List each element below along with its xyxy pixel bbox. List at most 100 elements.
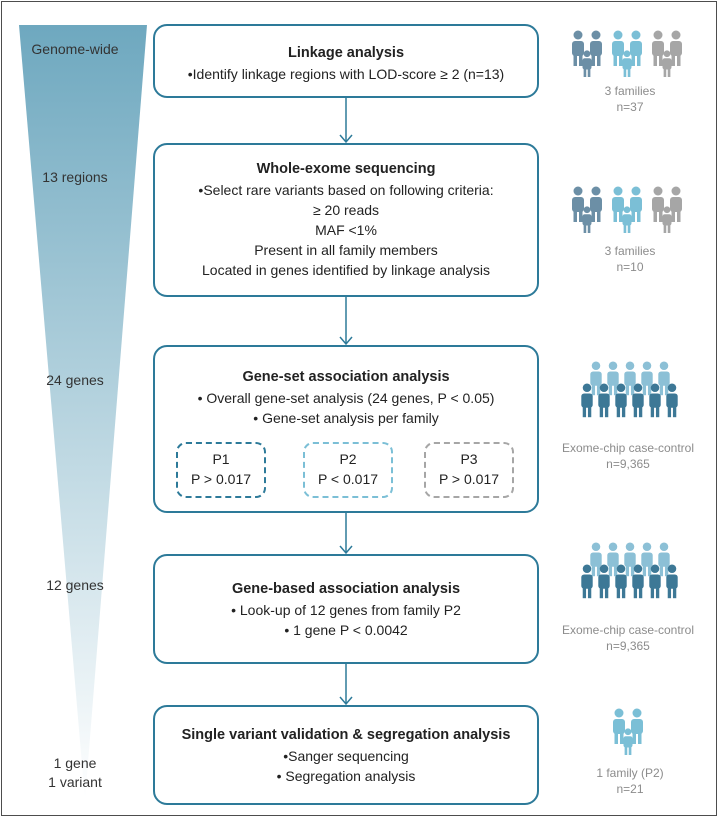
step-line: •Sanger sequencing xyxy=(283,748,409,764)
family-p-value: P > 0.017 xyxy=(190,471,252,487)
sample-caption: 3 families n=10 xyxy=(560,243,700,275)
sample-count: n=37 xyxy=(616,100,644,114)
adult-figure xyxy=(630,30,642,66)
person-figure xyxy=(590,361,602,396)
adult-figure xyxy=(590,30,602,66)
person-figure xyxy=(624,361,636,396)
family-name: P3 xyxy=(460,451,478,467)
adult-figure xyxy=(613,708,625,744)
sample-caption: Exome-chip case-control n=9,365 xyxy=(548,440,708,472)
person-figure xyxy=(598,564,610,599)
family-p1-result: P1 P > 0.017 xyxy=(176,442,266,498)
step-whole-exome-sequencing: Whole-exome sequencing •Select rare vari… xyxy=(153,143,539,297)
person-figure xyxy=(658,361,670,396)
crowd-icon xyxy=(581,361,678,418)
step-line: Located in genes identified by linkage a… xyxy=(202,262,490,278)
adult-figure xyxy=(630,186,642,222)
person-figure xyxy=(615,564,627,599)
level-13-regions: 13 regions xyxy=(42,169,108,185)
sample-label: 3 families xyxy=(604,244,656,258)
family-p2-result: P2 P < 0.017 xyxy=(303,442,393,498)
person-figure xyxy=(632,564,644,599)
person-figure xyxy=(581,564,593,599)
sample-caption: Exome-chip case-control n=9,365 xyxy=(548,622,708,654)
step-gene-set-association: Gene-set association analysis • Overall … xyxy=(153,345,539,513)
level-12-genes: 12 genes xyxy=(46,577,104,593)
person-figure xyxy=(658,542,670,577)
adult-figure xyxy=(670,186,682,222)
adult-figure xyxy=(652,186,664,222)
step-line: •Identify linkage regions with LOD-score… xyxy=(187,66,505,82)
person-figure xyxy=(615,383,627,418)
adult-figure xyxy=(572,30,584,66)
down-arrow xyxy=(339,664,353,706)
person-figure xyxy=(632,383,644,418)
person-figure xyxy=(649,564,661,599)
step-line: • Look-up of 12 genes from family P2 xyxy=(231,602,461,618)
person-figure xyxy=(666,383,678,418)
adult-figure xyxy=(590,186,602,222)
step-single-variant-validation: Single variant validation & segregation … xyxy=(153,705,539,805)
step-linkage-analysis: Linkage analysis •Identify linkage regio… xyxy=(153,24,539,98)
family-icon xyxy=(613,708,643,755)
sample-label: 1 family (P2) xyxy=(596,766,664,780)
child-figure xyxy=(582,50,592,77)
funnel-triangle xyxy=(19,25,147,800)
person-figure xyxy=(581,383,593,418)
family-name: P2 xyxy=(339,451,357,467)
step-title: Whole-exome sequencing xyxy=(256,161,436,177)
adult-figure xyxy=(572,186,584,222)
step-line: MAF <1% xyxy=(315,222,377,238)
person-figure xyxy=(607,361,619,396)
step-line: •Select rare variants based on following… xyxy=(198,182,494,198)
person-figure xyxy=(598,383,610,418)
families-icon xyxy=(572,186,682,233)
child-figure xyxy=(662,206,672,233)
child-figure xyxy=(662,50,672,77)
step-line: • Gene-set analysis per family xyxy=(253,410,439,426)
adult-figure xyxy=(612,30,624,66)
person-figure xyxy=(607,542,619,577)
sample-count: n=21 xyxy=(616,782,644,796)
sample-label: Exome-chip case-control xyxy=(561,623,695,637)
child-figure xyxy=(622,50,632,77)
family-p-value: P < 0.017 xyxy=(317,471,379,487)
sample-count: n=9,365 xyxy=(606,457,650,471)
step-line: • Segregation analysis xyxy=(276,768,416,784)
person-figure xyxy=(624,542,636,577)
child-figure xyxy=(622,206,632,233)
level-1-variant: 1 variant xyxy=(48,774,102,790)
step-title: Linkage analysis xyxy=(287,45,405,61)
sample-count: n=10 xyxy=(616,260,644,274)
step-title: Gene-set association analysis xyxy=(242,369,450,385)
step-title: Gene-based association analysis xyxy=(231,581,461,597)
level-1-gene: 1 gene xyxy=(53,755,97,771)
step-line: • 1 gene P < 0.0042 xyxy=(284,622,408,638)
person-figure xyxy=(641,542,653,577)
family-p-value: P > 0.017 xyxy=(438,471,500,487)
person-figure xyxy=(590,542,602,577)
family-p3-result: P3 P > 0.017 xyxy=(424,442,514,498)
sample-count: n=9,365 xyxy=(606,639,650,653)
down-arrow xyxy=(339,513,353,555)
step-line: ≥ 20 reads xyxy=(312,202,380,218)
families-icon xyxy=(572,30,682,77)
child-figure xyxy=(623,728,633,755)
family-name: P1 xyxy=(212,451,230,467)
sample-label: 3 families xyxy=(604,84,656,98)
level-genome-wide: Genome-wide xyxy=(31,41,119,57)
down-arrow xyxy=(339,98,353,144)
step-title: Single variant validation & segregation … xyxy=(181,727,511,743)
person-figure xyxy=(649,383,661,418)
sample-caption: 3 families n=37 xyxy=(560,83,700,115)
adult-figure xyxy=(652,30,664,66)
crowd-icon xyxy=(581,542,678,599)
adult-figure xyxy=(670,30,682,66)
adult-figure xyxy=(612,186,624,222)
sample-label: Exome-chip case-control xyxy=(561,441,695,455)
step-line: Present in all family members xyxy=(254,242,438,258)
step-line: • Overall gene-set analysis (24 genes, P… xyxy=(197,390,495,406)
level-24-genes: 24 genes xyxy=(46,372,104,388)
person-figure xyxy=(666,564,678,599)
